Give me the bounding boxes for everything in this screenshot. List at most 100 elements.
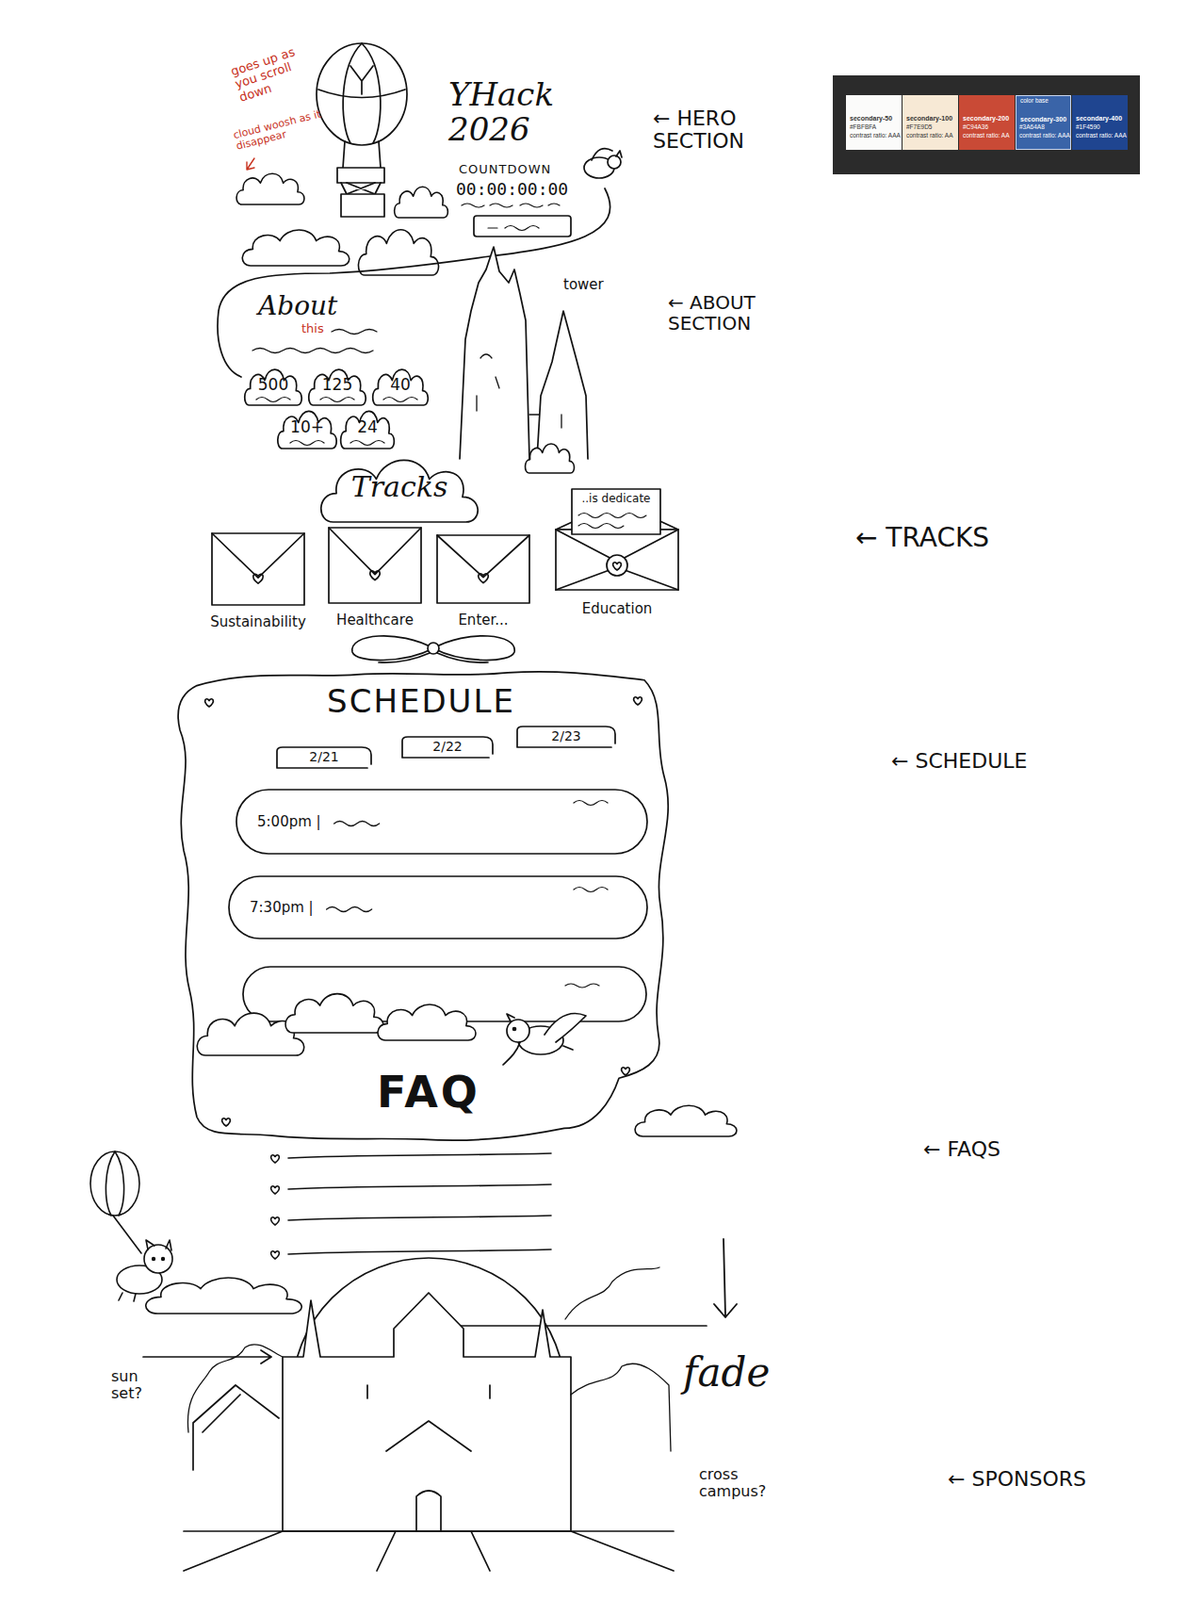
annotation-note: cloud woosh as it disappear	[232, 107, 330, 153]
stat-cloud-text: 10+	[290, 418, 325, 437]
stat-cloud: 40	[371, 363, 430, 406]
faq-illustration	[113, 1215, 142, 1253]
track-envelope-text: Enter...	[457, 612, 508, 629]
campus-illustration	[193, 1384, 279, 1470]
stat-cloud-text: 500	[258, 375, 289, 394]
schedule-row-text: 7:30pm |	[249, 899, 314, 916]
hex-code: #C94A36	[962, 123, 1014, 131]
envelope-flap	[328, 527, 422, 575]
hex-code: #3A64A8	[1019, 123, 1071, 131]
tab-outline	[276, 747, 372, 768]
faq-illustration	[288, 1153, 552, 1158]
campus-illustration	[143, 1257, 707, 1571]
faq-illustration	[271, 1217, 280, 1225]
annotation-note: goes up as you scroll down	[228, 41, 317, 105]
annotation-note: fade	[682, 1350, 770, 1395]
open-envelope: Education..is dedicate	[553, 497, 681, 617]
about-illustration	[459, 246, 530, 459]
row-capsule	[236, 789, 648, 854]
annotation-note: this	[301, 322, 325, 336]
squiggle	[573, 887, 608, 893]
countdown-timer: 00:00:00:00	[455, 179, 569, 199]
contrast-note: contrast ratio: AAA	[1019, 131, 1071, 139]
campus-illustration	[416, 1490, 441, 1531]
contrast-note: contrast ratio: AA	[906, 131, 958, 139]
squiggle	[256, 397, 291, 403]
faq-illustration	[118, 1292, 136, 1301]
about-illustration	[529, 414, 562, 428]
schedule-illustration	[513, 1027, 517, 1031]
color-swatch: secondary-100	[902, 95, 959, 150]
schedule-panel-text: SCHEDULE	[326, 683, 516, 719]
heart-seal	[613, 562, 622, 570]
swatch-name: secondary-200	[962, 114, 1009, 123]
hero-illustration	[473, 215, 571, 237]
faq-illustration	[288, 1184, 552, 1189]
schedule-illustration	[285, 993, 384, 1033]
track-envelope-text: Healthcare	[336, 612, 414, 629]
about-illustration	[525, 443, 575, 473]
site-title: YHack 2026	[448, 77, 562, 148]
squiggle	[383, 397, 418, 403]
hero-illustration	[341, 182, 381, 195]
squiggle	[573, 800, 608, 806]
hero-illustration	[217, 188, 611, 377]
hero-illustration	[350, 65, 374, 95]
section-callout: ← FAQS	[923, 1138, 1001, 1161]
letter-card: ..is dedicate	[570, 487, 662, 536]
section-callout: ← SCHEDULE	[891, 749, 1027, 773]
faq-illustration	[146, 1239, 172, 1251]
contrast-note: contrast ratio: AAA	[1075, 131, 1127, 139]
campus-illustration	[570, 1363, 671, 1451]
hex-code: #FBFBFA	[849, 123, 901, 131]
cloud-outline	[341, 410, 395, 449]
palette-note: color base	[1020, 97, 1049, 104]
tab-outline	[402, 736, 493, 758]
hero-illustration	[461, 203, 485, 208]
envelope-body	[328, 527, 422, 603]
track-envelope: Sustainability	[201, 531, 315, 630]
date-tab-text: 2/23	[551, 729, 581, 744]
envelope-flap	[211, 533, 305, 578]
tracks-cloud-text: Tracks	[351, 471, 449, 503]
hero-illustration	[316, 43, 407, 146]
schedule-row-text: 5:00pm |	[257, 813, 322, 830]
date-tab: 2/23	[515, 724, 618, 749]
hex-code: #F7E9D5	[906, 123, 958, 131]
letter-paper	[571, 488, 661, 535]
date-tab-text: 2/22	[432, 739, 462, 754]
scribble-line	[578, 523, 624, 529]
hero-illustration	[548, 203, 560, 206]
schedule-illustration	[506, 1019, 530, 1042]
stat-cloud: 500	[243, 363, 304, 406]
track-envelope: Healthcare	[322, 525, 428, 628]
wax-seal	[606, 554, 628, 576]
about-illustration	[331, 329, 377, 335]
stat-cloud: 125	[307, 363, 368, 406]
swatch-name: secondary-50	[849, 114, 893, 123]
schedule-illustration	[634, 1105, 737, 1137]
tracks-cloud: Tracks	[316, 450, 483, 522]
about-illustration	[476, 354, 500, 411]
stat-cloud: 24	[339, 405, 396, 449]
schedule-illustration	[634, 697, 643, 705]
faq-illustration	[162, 1257, 165, 1261]
panel-outline	[178, 671, 668, 1140]
squiggle	[334, 821, 380, 827]
annotation-note: cross campus?	[699, 1465, 805, 1499]
hero-illustration	[246, 158, 255, 170]
color-swatch: secondary-200	[959, 95, 1015, 150]
faq-illustration	[288, 1249, 552, 1254]
faq-illustration	[288, 1215, 552, 1220]
stat-cloud-text: 125	[322, 375, 353, 394]
faq-illustration	[271, 1154, 280, 1163]
contrast-note: contrast ratio: AA	[962, 131, 1014, 139]
cloud-outline	[321, 459, 478, 522]
hero-illustration	[394, 186, 449, 218]
schedule-illustration	[205, 699, 214, 707]
heart-seal	[253, 573, 263, 584]
faq-illustration	[714, 1238, 737, 1318]
schedule-illustration	[378, 652, 430, 663]
schedule-illustration	[565, 983, 600, 988]
hero-illustration	[361, 43, 381, 144]
